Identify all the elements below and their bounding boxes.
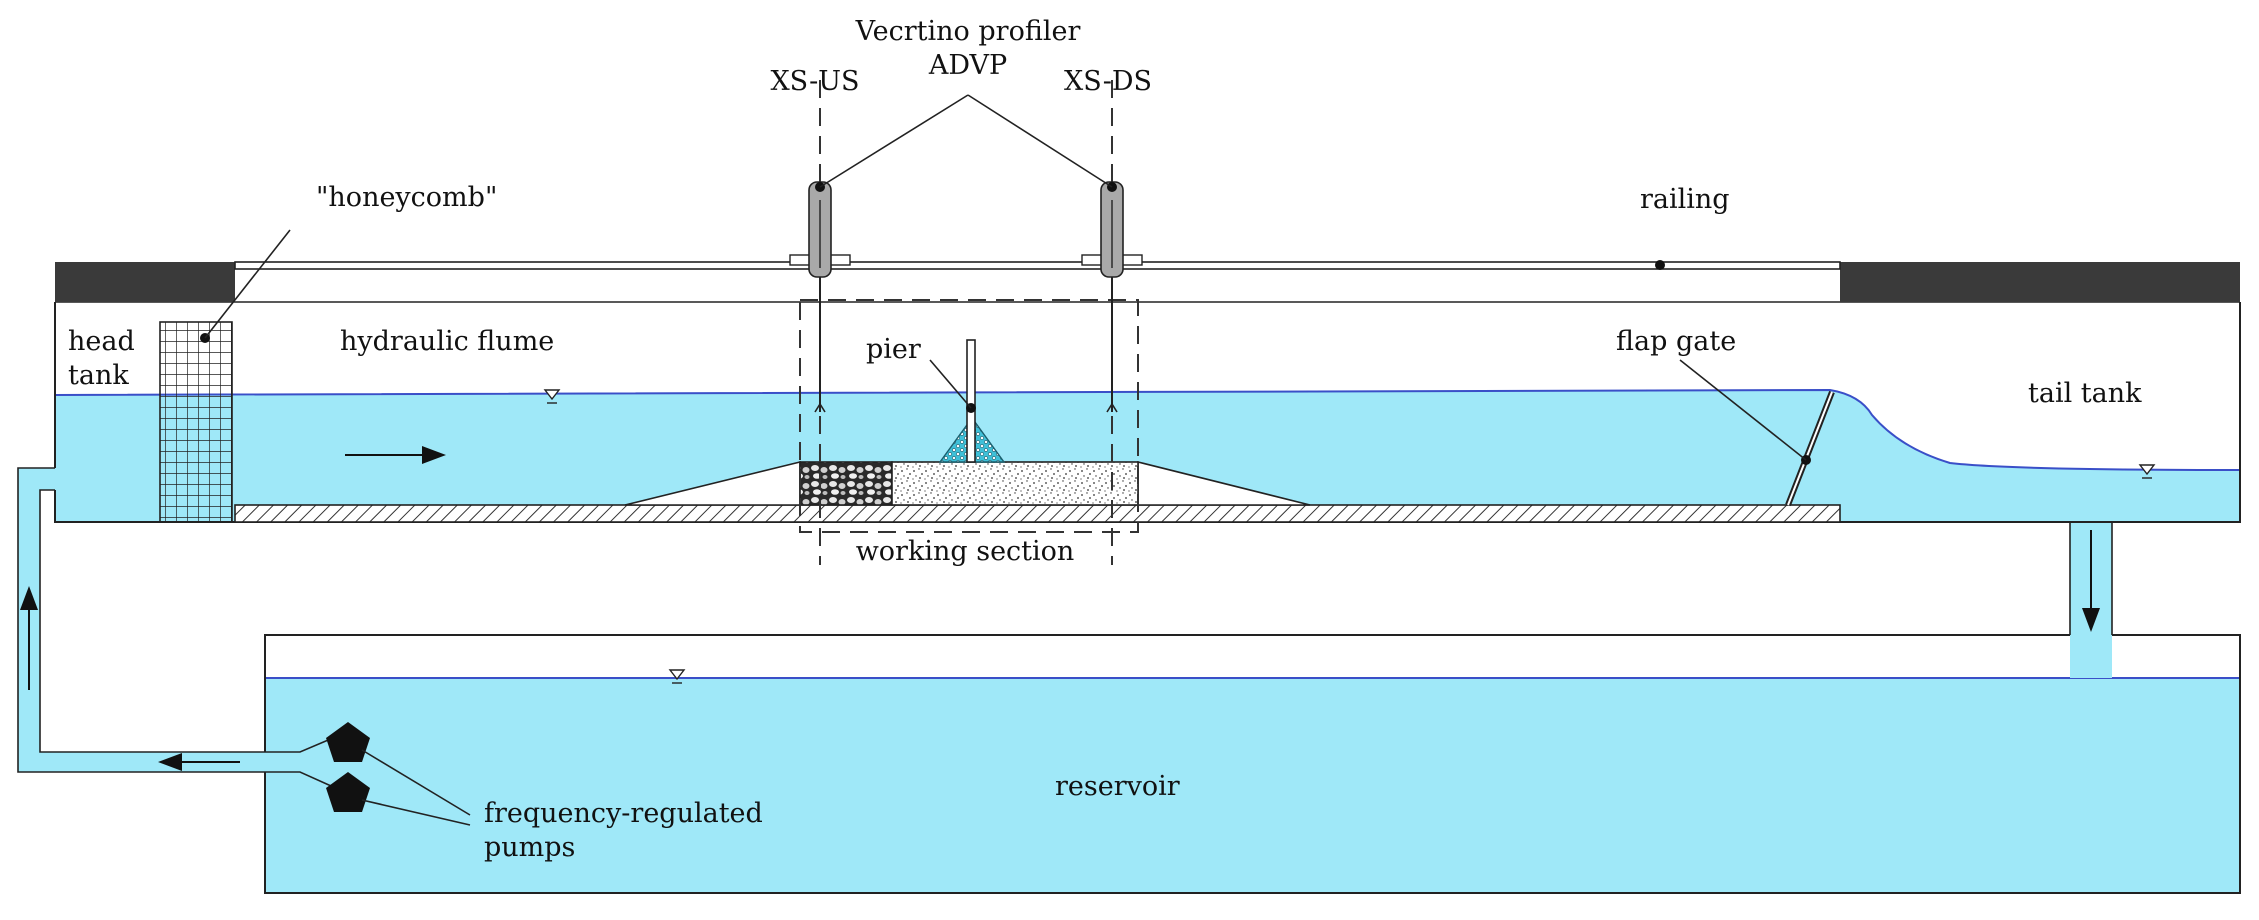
label-pumps-line1: frequency-regulated xyxy=(484,798,763,829)
label-head-line2: tank xyxy=(68,360,129,391)
label-pumps-line2: pumps xyxy=(484,832,575,863)
label-working-section: working section xyxy=(856,536,1075,567)
pump-upper xyxy=(326,722,370,762)
label-railing: railing xyxy=(1640,184,1730,215)
flow-arrow-return-up xyxy=(20,586,38,690)
flow-arrow-return-left xyxy=(158,753,240,771)
rail-left-block xyxy=(55,262,235,302)
pier-column xyxy=(966,339,976,463)
pump-lower xyxy=(326,772,370,812)
honeycomb-grid xyxy=(159,321,233,523)
label-pier: pier xyxy=(866,334,921,365)
flume-bed xyxy=(234,504,1841,523)
flume-water xyxy=(55,390,2240,522)
flow-arrow-drain-down xyxy=(2082,530,2100,632)
label-xs-ds: XS-DS xyxy=(1064,66,1152,97)
railing-marker xyxy=(1655,260,1665,270)
flume-water-surface xyxy=(54,388,2241,471)
working-section-frame xyxy=(799,299,1139,533)
gravel-bed xyxy=(799,461,893,506)
pump-branches xyxy=(265,735,345,790)
label-tail-tank: tail tank xyxy=(2028,378,2142,409)
reservoir-water xyxy=(265,678,2240,893)
label-xs-us: XS-US xyxy=(770,66,859,97)
rail-right-block xyxy=(1840,262,2240,302)
flow-arrow-flume xyxy=(345,446,446,464)
label-profiler-line1: Vecrtino profiler xyxy=(855,16,1081,47)
label-flap-gate: flap gate xyxy=(1616,326,1736,357)
water-level-symbol-reservoir xyxy=(668,669,686,684)
sand-bed xyxy=(891,461,1139,506)
label-reservoir: reservoir xyxy=(1055,771,1180,802)
water-level-symbol-tail xyxy=(2138,464,2156,479)
label-profiler-line2: ADVP xyxy=(928,50,1007,81)
label-honeycomb: "honeycomb" xyxy=(316,182,497,213)
water-level-symbol-flume xyxy=(543,389,561,404)
railing-bar xyxy=(234,261,1841,270)
label-head-line1: head xyxy=(68,326,135,357)
label-hydraulic-flume: hydraulic flume xyxy=(340,326,554,357)
